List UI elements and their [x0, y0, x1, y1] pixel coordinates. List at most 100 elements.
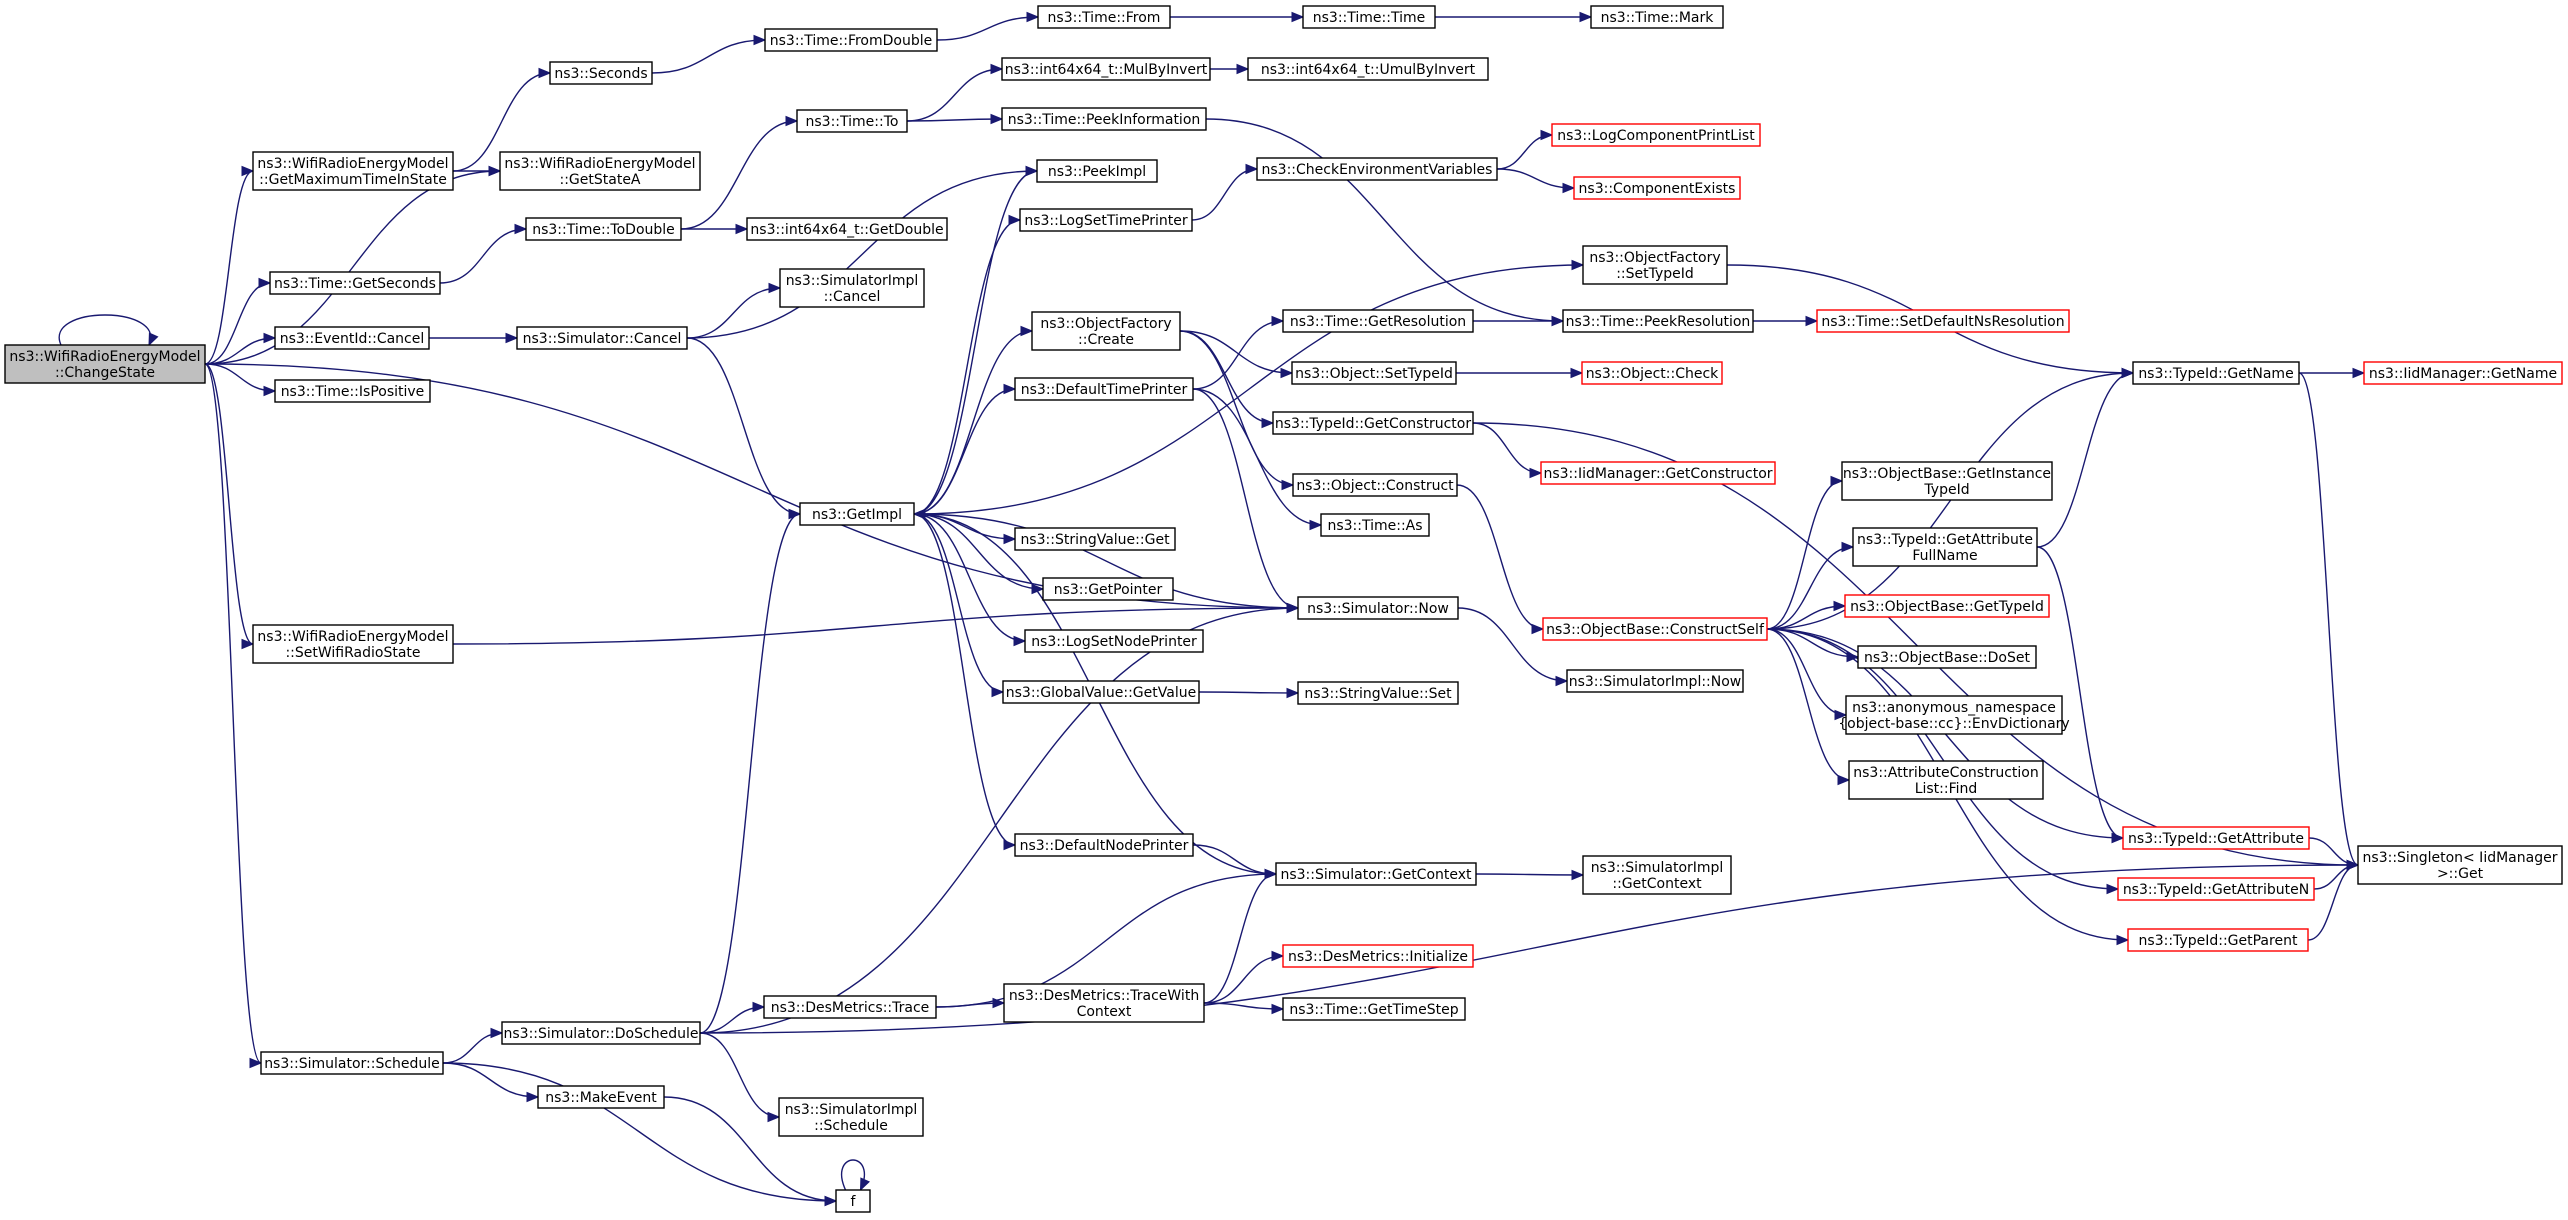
node-getPointer[interactable]: ns3::GetPointer — [1042, 577, 1174, 601]
node-iidGetCtor[interactable]: ns3::IidManager::GetConstructor — [1540, 461, 1776, 485]
node-obDoSet[interactable]: ns3::ObjectBase::DoSet — [1857, 645, 2037, 669]
node-box — [1845, 695, 2063, 735]
node-umulByInvert[interactable]: ns3::int64x64_t::UmulByInvert — [1247, 57, 1489, 81]
node-isPositive[interactable]: ns3::Time::IsPositive — [274, 379, 431, 403]
node-makeEvent[interactable]: ns3::MakeEvent — [537, 1085, 665, 1109]
node-strValSet[interactable]: ns3::StringValue::Set — [1297, 681, 1459, 705]
node-ofCreate[interactable]: ns3::ObjectFactory::Create — [1031, 311, 1181, 351]
node-singletonGet[interactable]: ns3::Singleton< IidManager>::Get — [2357, 845, 2563, 885]
node-timeTime[interactable]: ns3::Time::Time — [1302, 5, 1436, 29]
node-objConstruct[interactable]: ns3::Object::Construct — [1292, 473, 1458, 497]
edge-gvGetValue-to-strValSet — [1198, 691, 1299, 694]
node-int64GetDouble[interactable]: ns3::int64x64_t::GetDouble — [746, 217, 948, 241]
edge-objSetTypeId-to-objCheck-arrowhead — [1570, 367, 1584, 379]
node-getStateA[interactable]: ns3::WifiRadioEnergyModel::GetStateA — [499, 151, 701, 191]
node-getTimeStep[interactable]: ns3::Time::GetTimeStep — [1282, 997, 1466, 1021]
node-constructSelf[interactable]: ns3::ObjectBase::ConstructSelf — [1542, 617, 1768, 641]
node-envDict[interactable]: ns3::anonymous_namespace{object-base::cc… — [1838, 695, 2070, 735]
node-timeTo[interactable]: ns3::Time::To — [796, 109, 908, 133]
node-root[interactable]: ns3::WifiRadioEnergyModel::ChangeState — [4, 344, 206, 384]
node-desTrace[interactable]: ns3::DesMetrics::Trace — [763, 995, 937, 1019]
node-tidGetAttr[interactable]: ns3::TypeId::GetAttribute — [2122, 826, 2310, 850]
node-box — [269, 271, 441, 295]
node-tidGetAttrN[interactable]: ns3::TypeId::GetAttributeN — [2117, 877, 2315, 901]
node-eventIdCancel[interactable]: ns3::EventId::Cancel — [274, 326, 430, 350]
node-mulByInvert[interactable]: ns3::int64x64_t::MulByInvert — [1001, 57, 1211, 81]
node-simNow[interactable]: ns3::Simulator::Now — [1297, 596, 1459, 620]
node-simImplSchedule[interactable]: ns3::SimulatorImpl::Schedule — [778, 1097, 924, 1137]
node-tidGetParent[interactable]: ns3::TypeId::GetParent — [2127, 928, 2309, 952]
node-from[interactable]: ns3::Time::From — [1037, 5, 1171, 29]
node-box — [2117, 877, 2315, 901]
node-box — [2357, 845, 2563, 885]
node-label: ns3::WifiRadioEnergyModel — [9, 349, 200, 365]
node-defNodePrinter[interactable]: ns3::DefaultNodePrinter — [1014, 833, 1194, 857]
node-getImpl[interactable]: ns3::GetImpl — [799, 502, 915, 526]
node-getResolution[interactable]: ns3::Time::GetResolution — [1282, 309, 1474, 333]
node-typeIdGetCtor[interactable]: ns3::TypeId::GetConstructor — [1272, 411, 1474, 435]
node-getSeconds[interactable]: ns3::Time::GetSeconds — [269, 271, 441, 295]
node-simImplNow[interactable]: ns3::SimulatorImpl::Now — [1566, 669, 1744, 693]
node-logSetTime[interactable]: ns3::LogSetTimePrinter — [1019, 208, 1193, 232]
node-peekResolution[interactable]: ns3::Time::PeekResolution — [1562, 309, 1754, 333]
node-label: f — [851, 1194, 857, 1210]
node-simCancel[interactable]: ns3::Simulator::Cancel — [516, 326, 688, 350]
node-fromDouble[interactable]: ns3::Time::FromDouble — [764, 28, 938, 52]
node-label: ns3::Time::Time — [1313, 10, 1425, 26]
node-logSetNode[interactable]: ns3::LogSetNodePrinter — [1024, 629, 1204, 653]
edge-constructSelf-to-tidGetAttrN-arrowhead — [2106, 883, 2120, 895]
node-desInit[interactable]: ns3::DesMetrics::Initialize — [1282, 944, 1474, 968]
node-label: ns3::DesMetrics::TraceWith — [1009, 988, 1199, 1004]
edge-getImpl-to-getPointer — [913, 513, 1044, 590]
node-iidGetName[interactable]: ns3::IidManager::GetName — [2363, 361, 2563, 385]
node-strValGet[interactable]: ns3::StringValue::Get — [1014, 527, 1176, 551]
node-simImplGetCtx[interactable]: ns3::SimulatorImpl::GetContext — [1582, 855, 1732, 895]
node-simDoSchedule[interactable]: ns3::Simulator::DoSchedule — [501, 1021, 701, 1045]
node-setDefaultNsRes[interactable]: ns3::Time::SetDefaultNsResolution — [1816, 309, 2070, 333]
node-objCheck[interactable]: ns3::Object::Check — [1581, 361, 1723, 385]
node-ofSetTypeId[interactable]: ns3::ObjectFactory::SetTypeId — [1582, 245, 1728, 285]
node-simGetContext[interactable]: ns3::Simulator::GetContext — [1275, 862, 1477, 886]
node-defTimePrinter[interactable]: ns3::DefaultTimePrinter — [1014, 377, 1194, 401]
node-gvGetValue[interactable]: ns3::GlobalValue::GetValue — [1002, 680, 1200, 704]
edge-root-to-getMaxTime — [204, 170, 254, 365]
node-objSetTypeId[interactable]: ns3::Object::SetTypeId — [1291, 361, 1457, 385]
edge-simSchedule-to-f — [442, 1062, 837, 1202]
node-label: List::Find — [1915, 781, 1978, 797]
node-mark[interactable]: ns3::Time::Mark — [1590, 5, 1724, 29]
node-box — [1573, 176, 1741, 200]
node-f[interactable]: f — [835, 1189, 871, 1213]
node-box — [1019, 208, 1193, 232]
edge-simNow-to-simImplNow — [1457, 607, 1568, 682]
node-peekImpl[interactable]: ns3::PeekImpl — [1036, 159, 1158, 183]
node-toDouble[interactable]: ns3::Time::ToDouble — [525, 217, 682, 241]
node-obGetTypeId[interactable]: ns3::ObjectBase::GetTypeId — [1844, 594, 2050, 618]
edge-getImpl-to-logSetTime — [913, 219, 1021, 515]
node-setWifiRadio[interactable]: ns3::WifiRadioEnergyModel::SetWifiRadioS… — [252, 624, 454, 664]
node-timeAs[interactable]: ns3::Time::As — [1320, 513, 1430, 537]
edge-checkEnv-to-compExists — [1496, 168, 1575, 189]
node-simImplCancel[interactable]: ns3::SimulatorImpl::Cancel — [779, 268, 925, 308]
edge-defNodePrinter-to-simGetContext — [1192, 844, 1277, 875]
node-box — [835, 1189, 871, 1213]
node-peekInfo[interactable]: ns3::Time::PeekInformation — [1001, 107, 1207, 131]
edge-toDouble-to-timeTo — [680, 120, 798, 230]
node-typeIdGetName[interactable]: ns3::TypeId::GetName — [2132, 361, 2300, 385]
node-label: ns3::Time::IsPositive — [281, 384, 425, 400]
edge-root-to-setWifiRadio — [204, 363, 254, 645]
node-seconds[interactable]: ns3::Seconds — [549, 61, 653, 85]
edge-root-to-getMaxTime-arrowhead — [241, 165, 255, 177]
node-simSchedule[interactable]: ns3::Simulator::Schedule — [260, 1051, 444, 1075]
edge-desTraceCtx-to-desInit — [1203, 955, 1284, 1004]
node-getMaxTime[interactable]: ns3::WifiRadioEnergyModel::GetMaximumTim… — [252, 151, 454, 191]
node-box — [1816, 309, 2070, 333]
node-logCompPrint[interactable]: ns3::LogComponentPrintList — [1551, 123, 1761, 147]
node-box — [2363, 361, 2563, 385]
node-compExists[interactable]: ns3::ComponentExists — [1573, 176, 1741, 200]
node-checkEnv[interactable]: ns3::CheckEnvironmentVariables — [1256, 157, 1498, 181]
edge-getImpl-to-logSetTime-arrowhead — [1008, 214, 1022, 226]
